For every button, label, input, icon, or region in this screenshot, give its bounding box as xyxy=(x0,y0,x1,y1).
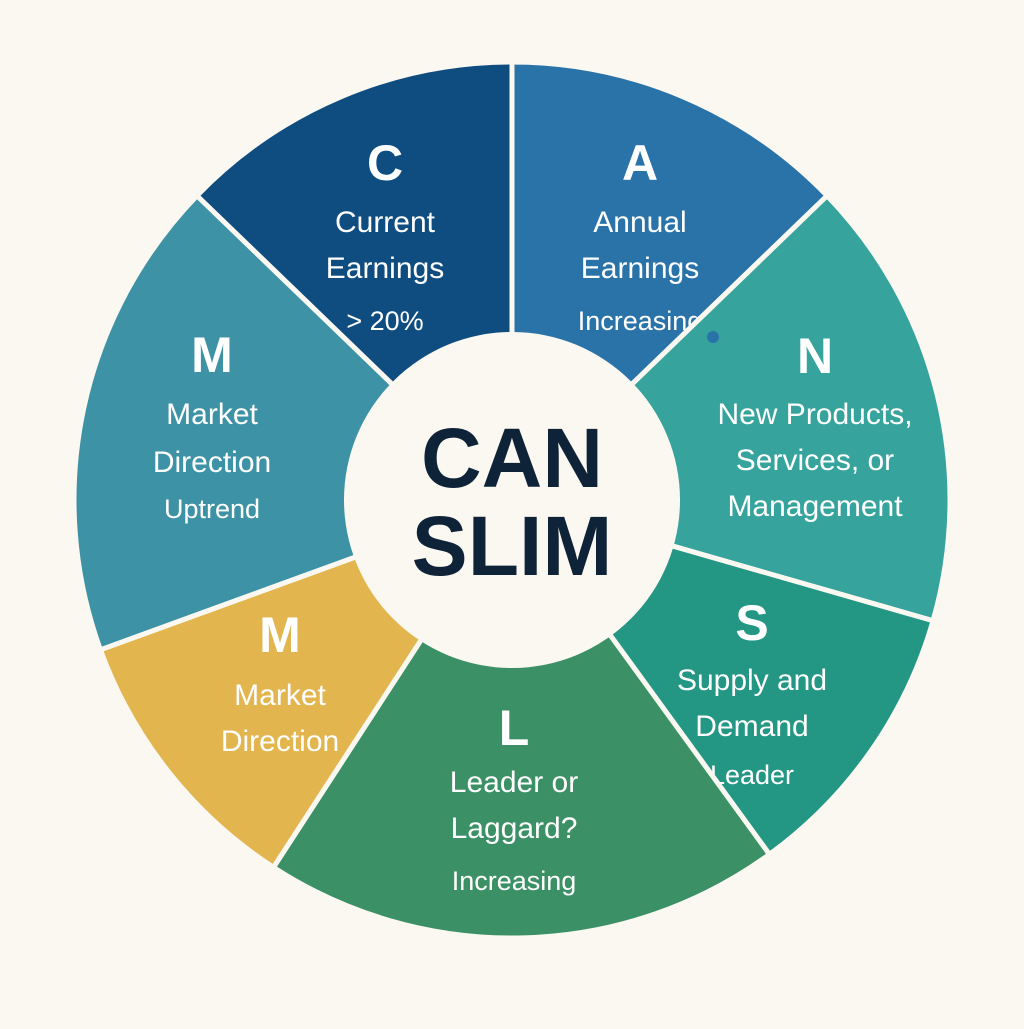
boundary-dot xyxy=(707,331,719,343)
segment-c-subtext: > 20% xyxy=(346,306,423,336)
segment-a-subtext: Increasing xyxy=(578,306,703,336)
segment-n: N New Products, Services, or Management xyxy=(627,193,953,624)
segment-c-label-line: Current xyxy=(335,206,436,239)
segment-m2-label-line: Market xyxy=(234,679,326,712)
segment-m1-label-line: Direction xyxy=(153,446,271,479)
segment-l-subtext: Increasing xyxy=(452,866,577,896)
segment-s-label-line: Supply and xyxy=(677,664,827,697)
segment-l-letter: L xyxy=(499,700,530,756)
center-title-line2: SLIM xyxy=(412,499,613,593)
segment-n-letter: N xyxy=(797,328,833,384)
center-circle xyxy=(344,332,680,668)
segment-m1-label-line: Market xyxy=(166,398,258,431)
segment-c-label-line: Earnings xyxy=(326,252,444,285)
segment-a-label-line: Earnings xyxy=(581,252,699,285)
segment-n-label-line: Services, or xyxy=(736,444,894,477)
segment-m2-letter: M xyxy=(259,607,301,663)
segment-l-label-line: Leader or xyxy=(450,766,578,799)
segment-m2-label-line: Direction xyxy=(221,725,339,758)
segment-l-label-line: Laggard? xyxy=(451,812,578,845)
segment-m1-letter: M xyxy=(191,327,233,383)
segment-n-label-line: Management xyxy=(727,490,903,523)
center-hub: CAN SLIM xyxy=(344,332,680,668)
segment-n-label-line: New Products, xyxy=(717,398,912,431)
segment-s-label-line: Demand xyxy=(695,710,808,743)
segment-a-label-line: Annual xyxy=(593,206,686,239)
segment-m1-subtext: Uptrend xyxy=(164,494,260,524)
segment-c-letter: C xyxy=(367,135,403,191)
segment-s-letter: S xyxy=(735,595,768,651)
segment-a-letter: A xyxy=(622,135,658,191)
segment-s-subtext: Leader xyxy=(710,760,794,790)
center-title-line1: CAN xyxy=(421,411,603,505)
